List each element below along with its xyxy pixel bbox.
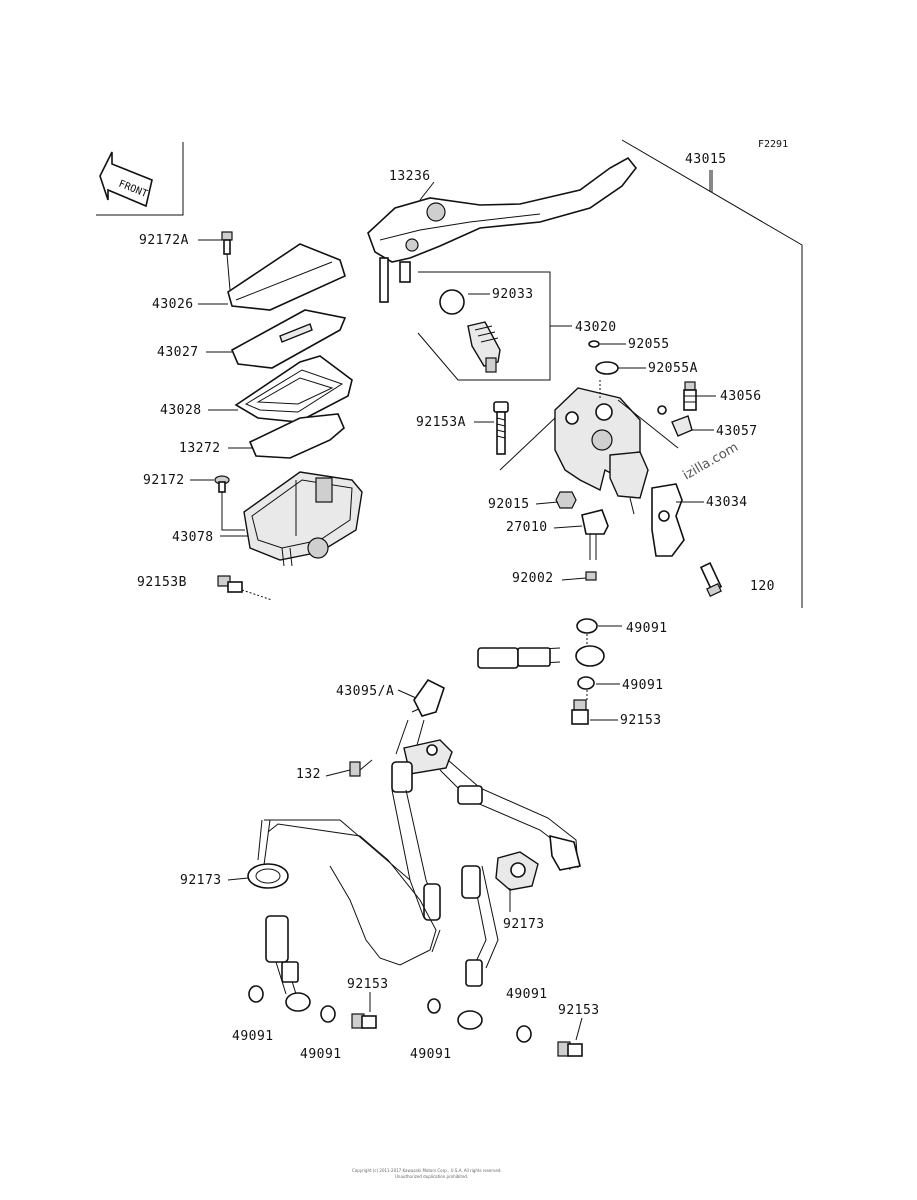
label-92172: 92172	[143, 473, 185, 488]
label-92173-a: 92173	[180, 873, 222, 888]
label-43057: 43057	[716, 424, 758, 439]
label-92173-b: 92173	[503, 917, 545, 932]
washer-49091-c	[248, 985, 264, 1003]
label-49091-d: 49091	[232, 1029, 274, 1044]
footer-line-1: Copyright (c) 2011-2017 Kawasaki Motors …	[352, 1168, 502, 1173]
label-13272: 13272	[179, 441, 221, 456]
label-120: 120	[750, 579, 775, 594]
nut-92015	[555, 491, 577, 509]
label-49091-c: 49091	[506, 987, 548, 1002]
label-92033: 92033	[492, 287, 534, 302]
holder-43034	[651, 483, 685, 557]
bolt-92153B	[217, 575, 243, 593]
label-13236: 13236	[389, 169, 431, 184]
bolt-120	[699, 562, 723, 597]
hose-joint	[391, 739, 453, 793]
leader-lines	[190, 170, 716, 1041]
reservoir-43078	[243, 471, 363, 567]
washer-49091-f	[516, 1025, 532, 1043]
label-49091-f: 49091	[410, 1047, 452, 1062]
label-49091-e: 49091	[300, 1047, 342, 1062]
diaphragm-43028	[234, 355, 353, 423]
bolt-132	[349, 759, 373, 777]
footer-line-2: Unauthorized duplication prohibited.	[395, 1174, 468, 1179]
banjo-right	[457, 1010, 483, 1030]
label-92002: 92002	[512, 571, 554, 586]
screw-92172A	[221, 231, 233, 255]
screw-92172	[214, 475, 230, 493]
clamp-92173-a	[247, 863, 289, 889]
oring-92055A	[595, 361, 619, 375]
label-43034: 43034	[706, 495, 748, 510]
washer-49091-e	[427, 998, 441, 1014]
label-43078: 43078	[172, 530, 214, 545]
screw-92002	[585, 571, 597, 581]
label-92153A: 92153A	[416, 415, 466, 430]
right-brake-hose	[439, 759, 581, 987]
bolt-92153-b	[351, 1013, 377, 1029]
master-cylinder-body	[554, 380, 649, 515]
reservoir-cap-43026	[227, 243, 346, 311]
bolt-92153A	[493, 401, 509, 455]
figure-code: F2291	[758, 139, 788, 150]
bolt-92153-c	[557, 1041, 583, 1057]
label-92172A: 92172A	[139, 233, 189, 248]
label-92153B: 92153B	[137, 575, 187, 590]
washer-49091-b	[577, 676, 595, 690]
label-92055A: 92055A	[648, 361, 698, 376]
clamp-92173-b	[495, 851, 539, 891]
hose-43095A	[395, 645, 605, 757]
label-92153-b: 92153	[347, 977, 389, 992]
label-43027: 43027	[157, 345, 199, 360]
label-43056: 43056	[720, 389, 762, 404]
oring-92055	[588, 340, 600, 348]
front-arrow-icon: FRONT	[96, 142, 184, 216]
label-92015: 92015	[488, 497, 530, 512]
label-92153-c: 92153	[558, 1003, 600, 1018]
left-lower-hose	[265, 915, 311, 1012]
label-92055: 92055	[628, 337, 670, 352]
label-43028: 43028	[160, 403, 202, 418]
bolt-92153-a	[571, 699, 589, 725]
label-132: 132	[296, 767, 321, 782]
switch-27010	[581, 509, 609, 560]
label-43015: 43015	[685, 152, 727, 167]
label-92153-a: 92153	[620, 713, 662, 728]
cap-43057	[657, 405, 693, 437]
bleeder-43056	[683, 381, 697, 411]
piston-assembly	[467, 321, 501, 373]
washer-49091-a	[576, 618, 598, 634]
label-49091-b: 49091	[622, 678, 664, 693]
label-43095A: 43095/A	[336, 684, 394, 699]
washer-49091-d	[320, 1005, 336, 1023]
watermark: izilla.com	[681, 440, 741, 484]
plate-13272	[248, 413, 345, 459]
label-27010: 27010	[506, 520, 548, 535]
brake-lever-13236	[367, 156, 638, 303]
label-49091-a: 49091	[626, 621, 668, 636]
label-43020: 43020	[575, 320, 617, 335]
label-43026: 43026	[152, 297, 194, 312]
